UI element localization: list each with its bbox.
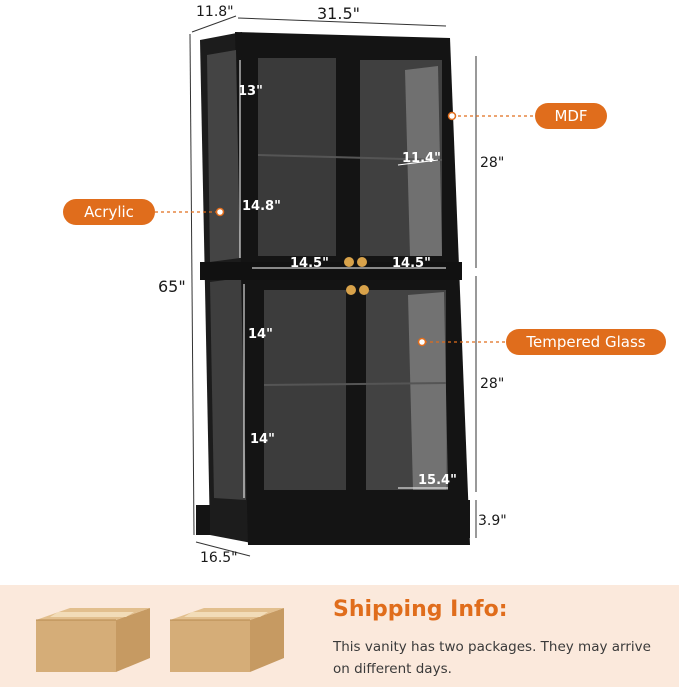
cabinet-illustration (155, 15, 535, 557)
package-box-icon (170, 608, 284, 672)
dim-upper-height: 28" (480, 155, 505, 171)
dim-leg-height: 3.9" (478, 513, 507, 529)
shipping-body: This vanity has two packages. They may a… (333, 639, 651, 677)
package-box-icon (36, 608, 150, 672)
dim-line-upper-shelf-depth (397, 159, 439, 166)
dim-lower-shelf-depth: 15.4" (418, 473, 457, 488)
side-glass-lower (210, 278, 246, 500)
lower-shelf (263, 382, 447, 386)
dim-lower-shelf-top: 14" (248, 327, 273, 342)
callout-tempered-glass: Tempered Glass (506, 329, 666, 355)
dim-lower-height: 28" (480, 376, 505, 392)
upper-shelf (257, 154, 443, 161)
leader-dot-mdf (447, 111, 457, 121)
dim-line-depth-top (191, 15, 237, 33)
dim-depth-top: 11.8" (196, 4, 234, 20)
door-handle (346, 285, 356, 295)
cabinet-leg (398, 500, 410, 525)
dim-upper-shelf-top: 13" (238, 84, 263, 99)
shipping-title: Shipping Info: (333, 597, 508, 622)
callout-acrylic: Acrylic (63, 199, 155, 225)
dim-line-depth-bottom (195, 541, 251, 557)
dim-lower-shelf-bottom: 14" (250, 432, 275, 447)
product-diagram: 11.8" 31.5" 65" 28" 28" 3.9" 16.5" 13" 1… (63, 4, 666, 566)
callout-mdf: MDF (535, 103, 607, 129)
dim-depth-bottom: 16.5" (200, 550, 238, 566)
leader-dot-tempered-glass (417, 337, 427, 347)
dim-width-top: 31.5" (317, 4, 360, 23)
dim-right-door-width: 14.5" (392, 256, 431, 271)
upper-right-reflection (405, 66, 442, 256)
door-handle (344, 257, 354, 267)
door-handle (359, 285, 369, 295)
dim-upper-shelf-depth: 11.4" (402, 151, 441, 166)
lower-left-door-glass (264, 290, 346, 490)
dim-left-door-width: 14.5" (290, 256, 329, 271)
dim-upper-shelf-bottom: 14.8" (242, 199, 281, 214)
dim-height-total: 65" (158, 277, 186, 296)
dim-line-width (237, 17, 447, 27)
shipping-footer (0, 585, 679, 687)
lower-right-reflection (408, 292, 448, 490)
dim-line-height-total (189, 33, 195, 536)
cabinet-leg (458, 500, 470, 538)
side-glass-upper (207, 50, 240, 262)
cabinet-leg (248, 505, 260, 545)
cabinet-leg (196, 505, 210, 535)
door-handle (357, 257, 367, 267)
leader-dot-acrylic (215, 207, 225, 217)
middle-rail (200, 262, 462, 280)
